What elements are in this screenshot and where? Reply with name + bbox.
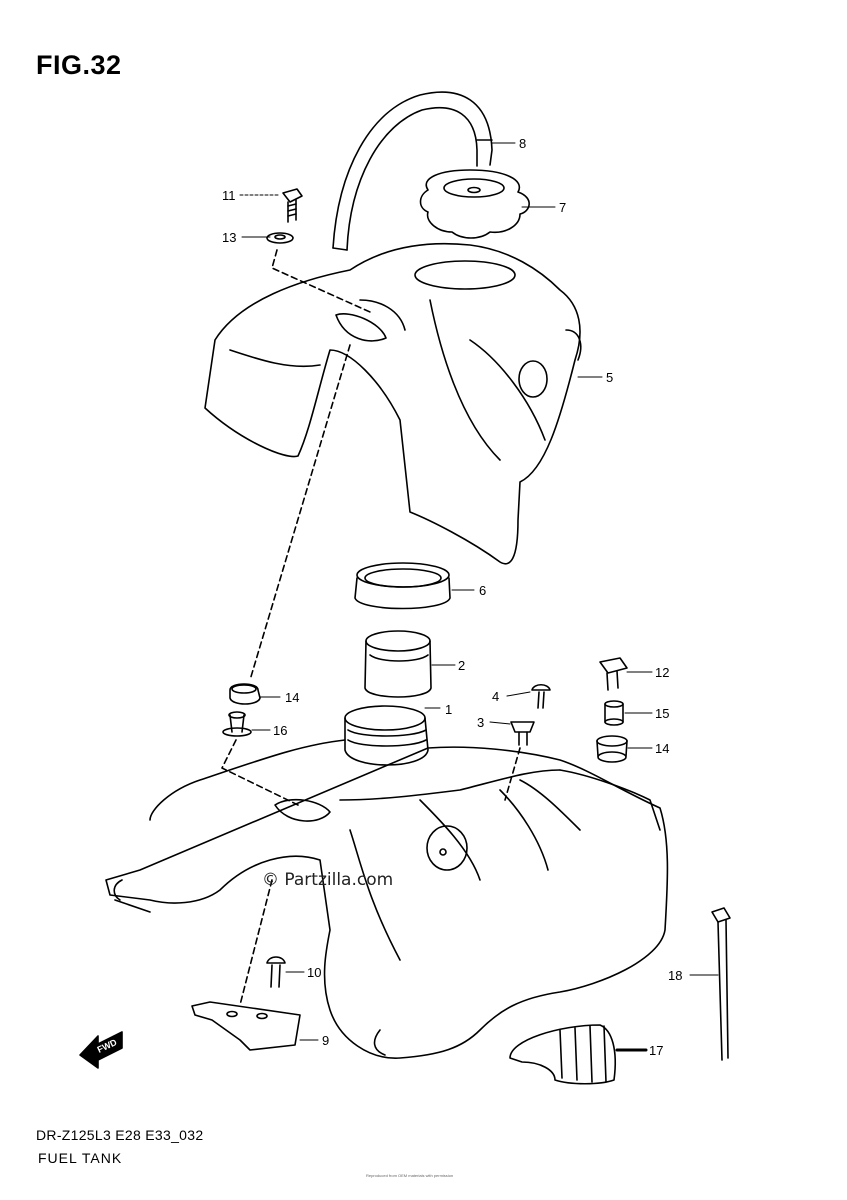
callout-12: 12: [655, 665, 669, 680]
tank-cover-part[interactable]: [204, 242, 582, 565]
filler-grommet-part[interactable]: [354, 562, 451, 610]
callout-10: 10: [307, 965, 321, 980]
callout-7: 7: [559, 200, 566, 215]
callout-14-left: 14: [285, 690, 299, 705]
callout-1: 1: [445, 702, 452, 717]
section-name: FUEL TANK: [38, 1150, 123, 1166]
cable-tie-18-part[interactable]: [711, 907, 731, 1061]
callout-14-right: 14: [655, 741, 669, 756]
callout-17: 17: [649, 1043, 663, 1058]
bracket-guide-line: [504, 747, 521, 801]
shield-guide-line: [239, 879, 273, 1006]
collar-16-part[interactable]: [604, 700, 624, 726]
callout-15: 16: [273, 723, 287, 738]
leader-lines: [239, 142, 719, 1052]
callout-labels: 8 7 11 13 5 6 2 1 4 3 12 15 14 14 16 10 …: [222, 136, 682, 1058]
callout-3: 3: [477, 715, 484, 730]
collar-guide-line: [221, 739, 299, 806]
bolt-11-part[interactable]: [282, 188, 303, 223]
fuel-tank-part[interactable]: [105, 705, 669, 1059]
filler-neck-sleeve-part[interactable]: [364, 630, 432, 698]
callout-5: 5: [606, 370, 613, 385]
breather-hose-part[interactable]: [332, 91, 493, 251]
callout-11: 11: [222, 188, 236, 203]
bracket-3-part[interactable]: [510, 721, 535, 746]
callout-2: 2: [458, 658, 465, 673]
fwd-arrow-icon: FWD: [79, 1031, 123, 1069]
assembly-guide-line: [271, 249, 371, 313]
callout-16: 15: [655, 706, 669, 721]
callout-13: 13: [222, 230, 236, 245]
callout-6: 6: [479, 583, 486, 598]
fuel-cap-part[interactable]: [419, 169, 530, 239]
fine-print: Reproduced from OEM materials with permi…: [366, 1173, 454, 1178]
bolt-10-part[interactable]: [266, 956, 286, 988]
callout-9: 9: [322, 1033, 329, 1048]
cushion-14-upper-part[interactable]: [229, 683, 261, 705]
figure-title: FIG.32: [36, 50, 122, 80]
washer-13-part[interactable]: [266, 232, 294, 244]
mount-guide-line: [249, 344, 351, 681]
model-code: DR-Z125L3 E28 E33_032: [36, 1127, 204, 1143]
bolt-12-part[interactable]: [599, 657, 628, 691]
partzilla-watermark: © Partzilla.com: [262, 870, 394, 890]
callout-18: 18: [668, 968, 682, 983]
callout-4: 4: [492, 689, 499, 704]
cushion-14-right-part[interactable]: [596, 735, 628, 763]
collar-15-part[interactable]: [222, 711, 252, 737]
heat-shield-9-part[interactable]: [191, 1001, 301, 1051]
screw-4-part[interactable]: [531, 683, 551, 709]
callout-8: 8: [519, 136, 526, 151]
protector-17-part[interactable]: [509, 1024, 617, 1085]
